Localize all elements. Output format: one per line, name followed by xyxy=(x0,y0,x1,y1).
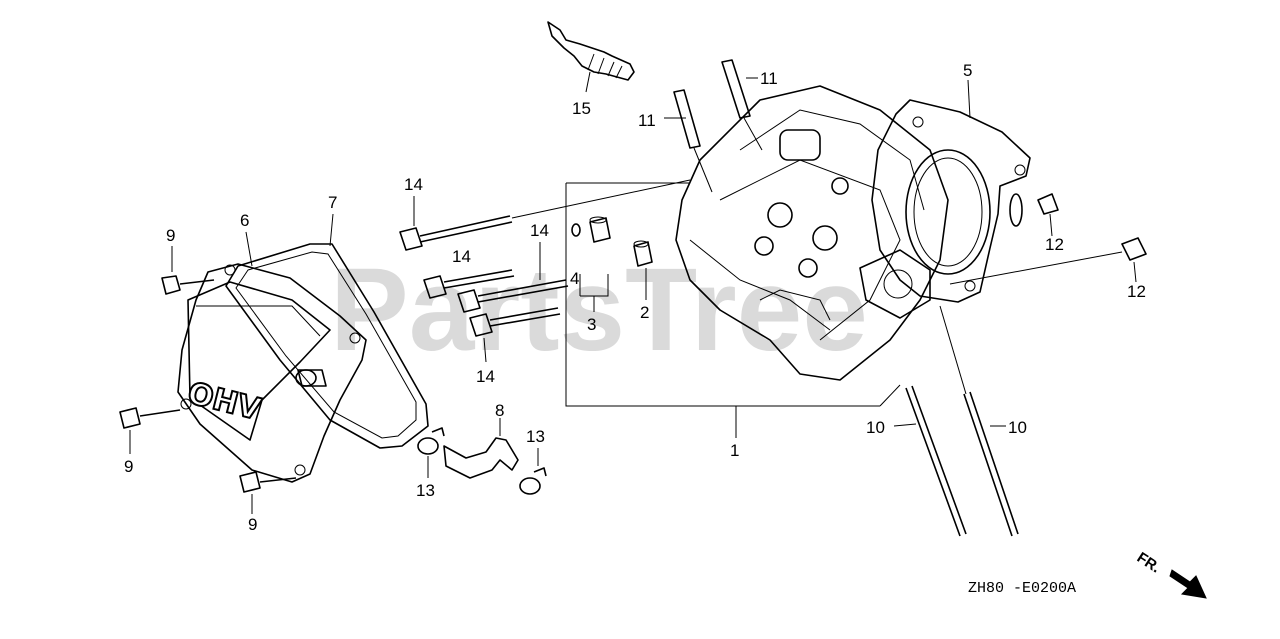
callout-2: 2 xyxy=(640,303,649,322)
valve-guide-pin xyxy=(580,216,611,312)
blind-plug-upper xyxy=(1037,193,1059,237)
spark-plug xyxy=(547,21,635,93)
tube-clamp-left xyxy=(417,427,445,478)
head-bolt-second xyxy=(423,269,515,299)
head-bolt-bottom xyxy=(469,307,561,363)
direction-label: FR. xyxy=(1134,549,1164,576)
blind-plug-lower xyxy=(949,237,1147,285)
head-cover-gasket xyxy=(225,213,429,449)
callout-13-right: 13 xyxy=(526,427,545,446)
breather-tube xyxy=(443,418,519,479)
assembly-bracket xyxy=(565,182,901,438)
callout-9-middle: 9 xyxy=(124,457,133,476)
tube-clamp-right xyxy=(519,448,547,495)
callout-14-bottom: 14 xyxy=(476,367,495,386)
stud-upper-left xyxy=(664,89,713,193)
callout-13-left: 13 xyxy=(416,481,435,500)
flange-bolt-middle xyxy=(119,407,181,454)
watermark-text: PartsTree xyxy=(330,244,868,376)
callout-14-third: 14 xyxy=(530,221,549,240)
callout-7: 7 xyxy=(328,193,337,212)
callout-11-right: 11 xyxy=(760,69,778,88)
dowel-pin xyxy=(633,240,653,300)
flange-bolt-lower xyxy=(239,471,297,514)
callout-10-right: 10 xyxy=(1008,418,1027,437)
diagram-code: ZH80 -E0200A xyxy=(968,580,1076,597)
callout-5: 5 xyxy=(963,61,972,80)
stud-upper-right xyxy=(721,59,763,151)
callout-1: 1 xyxy=(730,441,739,460)
callout-11-left: 11 xyxy=(638,111,656,130)
callout-9-upper: 9 xyxy=(166,226,175,245)
callout-14-top: 14 xyxy=(404,175,423,194)
cylinder-head xyxy=(675,85,949,381)
stud-bolt-left xyxy=(893,385,967,537)
callout-12-lower: 12 xyxy=(1127,282,1146,301)
stud-bolt-right xyxy=(939,305,1019,537)
callout-8: 8 xyxy=(495,401,504,420)
head-bolt-top xyxy=(399,179,691,251)
callout-3: 3 xyxy=(587,315,596,334)
callout-labels: 1 2 3 4 5 6 7 8 9 9 9 10 10 11 11 12 12 … xyxy=(124,61,1146,534)
head-cover: OHV xyxy=(177,231,367,483)
callout-4: 4 xyxy=(570,269,579,288)
clip-ring xyxy=(571,223,581,296)
cover-ohv-text: OHV xyxy=(184,376,265,428)
callout-6: 6 xyxy=(240,211,249,230)
callout-15: 15 xyxy=(572,99,591,118)
callout-9-lower: 9 xyxy=(248,515,257,534)
callout-10-left: 10 xyxy=(866,418,885,437)
front-direction-arrow-icon: FR. xyxy=(1134,549,1207,599)
callout-12-upper: 12 xyxy=(1045,235,1064,254)
flange-bolt-upper xyxy=(161,246,215,295)
head-bolt-third xyxy=(457,242,569,313)
head-gasket xyxy=(871,79,1031,303)
callout-14-second: 14 xyxy=(452,247,471,266)
